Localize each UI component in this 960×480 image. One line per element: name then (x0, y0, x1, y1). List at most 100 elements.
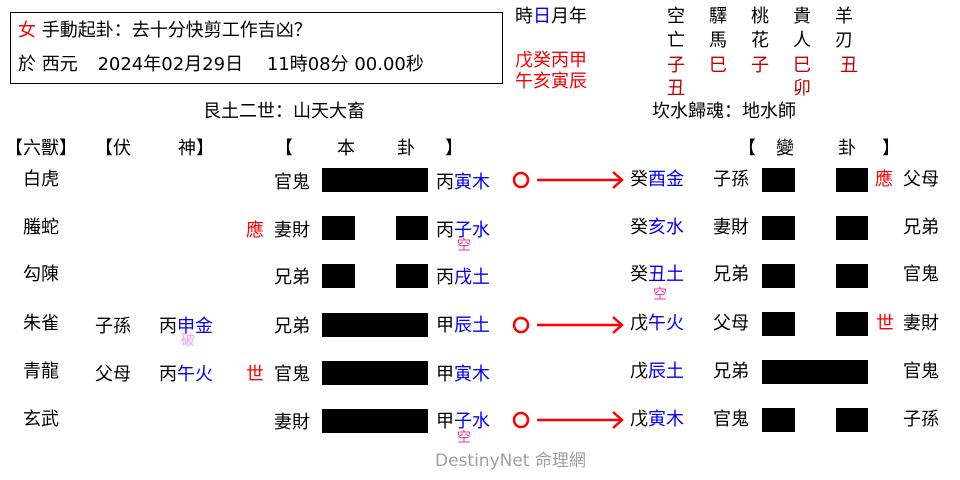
changed-gua-title: 坎水歸魂：地水師 (652, 101, 796, 122)
shi-marker: 世 (876, 313, 894, 334)
changed-yin-line-right (836, 168, 868, 192)
shensha-yangren-bottom: 刃 (835, 30, 853, 51)
moving-line-arrow-icon (512, 171, 624, 189)
date-line: 於 西元 2024年02月29日 11時08分 00.00秒 (18, 56, 424, 74)
changed-yin-line-left (762, 408, 795, 432)
changed-relation-2: 父母 (903, 169, 939, 190)
main-najia: 甲辰土 (436, 315, 490, 336)
changed-relation: 妻財 (713, 217, 749, 238)
header-main-open: 【 (275, 138, 293, 159)
main-relation: 兄弟 (274, 316, 310, 337)
header-changed-1: 變 (776, 138, 794, 159)
changed-yin-line-right (836, 312, 868, 336)
six-beast: 白虎 (23, 169, 59, 190)
shensha-taohua-value: 子 (751, 55, 769, 76)
main-yin-line-left (322, 264, 355, 288)
pillar-stems: 戊癸丙甲 (515, 50, 587, 71)
main-relation: 妻財 (274, 412, 310, 433)
shensha-guiren-value-1: 巳 (793, 55, 811, 76)
shensha-taohua-bottom: 花 (751, 30, 769, 51)
header-main-1: 本 (337, 138, 355, 159)
site-watermark: DestinyNet 命理網 (435, 451, 586, 471)
header-fushen-open: 【伏 (95, 138, 131, 159)
six-beast: 勾陳 (23, 264, 59, 285)
six-beast: 玄武 (23, 409, 59, 430)
changed-yin-line-right (836, 408, 868, 432)
changed-najia: 戊午火 (630, 313, 684, 334)
main-relation: 妻財 (274, 220, 310, 241)
fushen-relation: 子孫 (95, 316, 131, 337)
shensha-guiren-value-2: 卯 (793, 78, 811, 99)
header-fushen-close: 神】 (178, 138, 214, 159)
question-line: 女 手動起卦：去十分快剪工作吉凶？ (18, 22, 312, 40)
main-yin-line-left (322, 216, 355, 240)
pillar-month-label: 月 (551, 6, 569, 27)
changed-yin-line-right (836, 216, 868, 240)
main-yang-line (322, 168, 428, 192)
six-beast: 朱雀 (23, 313, 59, 334)
six-beast: 螣蛇 (23, 217, 59, 238)
shensha-guiren-bottom: 人 (793, 30, 811, 51)
shensha-kongwang-value-2: 丑 (667, 78, 685, 99)
fushen-najia: 丙申金 (159, 316, 213, 337)
pillar-year-label: 年 (569, 6, 587, 27)
shensha-kongwang-bottom: 亡 (667, 30, 685, 51)
kong-marker: 空 (457, 238, 471, 254)
ying-marker: 應 (246, 220, 264, 241)
shensha-kongwang-top: 空 (667, 6, 685, 27)
changed-yin-line-left (762, 312, 795, 336)
main-najia: 甲寅木 (436, 364, 490, 385)
changed-relation: 兄弟 (713, 361, 749, 382)
pillar-hour-label: 時 (515, 6, 533, 27)
changed-relation-2: 子孫 (903, 409, 939, 430)
changed-relation: 子孫 (713, 169, 749, 190)
question-text: 手動起卦：去十分快剪工作吉凶？ (41, 20, 312, 41)
pillar-labels: 時日月年 (515, 8, 587, 26)
shensha-guiren-top: 貴 (793, 6, 811, 27)
main-najia: 丙寅木 (436, 172, 490, 193)
shensha-taohua-top: 桃 (751, 6, 769, 27)
main-yin-line-right (396, 216, 428, 240)
changed-najia: 癸丑土 (630, 264, 684, 285)
kong-marker: 空 (457, 430, 471, 446)
changed-najia: 癸酉金 (630, 169, 684, 190)
main-yin-line-right (396, 264, 428, 288)
changed-relation-2: 官鬼 (903, 264, 939, 285)
shensha-yangren-top: 羊 (835, 6, 853, 27)
time-value: 11時08分 00.00秒 (266, 54, 424, 75)
changed-yin-line-left (762, 168, 795, 192)
kong-marker: 空 (653, 287, 667, 303)
main-relation: 官鬼 (274, 364, 310, 385)
main-yang-line (322, 313, 428, 337)
fushen-relation: 父母 (95, 364, 131, 385)
shensha-yima-value: 巳 (709, 55, 727, 76)
main-relation: 兄弟 (274, 267, 310, 288)
shensha-yima-top: 驛 (709, 6, 727, 27)
date-value: 2024年02月29日 (97, 54, 244, 75)
date-prefix: 於 西元 (18, 54, 78, 75)
changed-relation: 兄弟 (713, 264, 749, 285)
main-najia: 甲子水 (436, 411, 490, 432)
pillar-day-label: 日 (533, 6, 551, 27)
changed-najia: 戊寅木 (630, 409, 684, 430)
header-changed-close: 】 (882, 138, 900, 159)
header-six-beasts: 【六獸】 (5, 138, 77, 159)
changed-relation-2: 兄弟 (903, 217, 939, 238)
shensha-yima-bottom: 馬 (709, 30, 727, 51)
ying-marker: 應 (875, 169, 893, 190)
moving-line-arrow-icon (512, 411, 624, 429)
changed-yang-line (762, 360, 868, 384)
question-box: 女 手動起卦：去十分快剪工作吉凶？ 於 西元 2024年02月29日 11時08… (10, 12, 503, 84)
main-relation: 官鬼 (274, 172, 310, 193)
header-changed-2: 卦 (838, 138, 856, 159)
header-changed-open: 【 (738, 138, 756, 159)
header-main-close: 】 (445, 138, 463, 159)
moving-line-arrow-icon (512, 316, 624, 334)
changed-relation: 官鬼 (713, 409, 749, 430)
fushen-najia: 丙午火 (159, 364, 213, 385)
changed-relation: 父母 (713, 313, 749, 334)
changed-najia: 戊辰土 (630, 361, 684, 382)
changed-relation-2: 官鬼 (903, 361, 939, 382)
main-najia: 丙戌土 (436, 267, 490, 288)
shensha-kongwang-value-1: 子 (667, 55, 685, 76)
